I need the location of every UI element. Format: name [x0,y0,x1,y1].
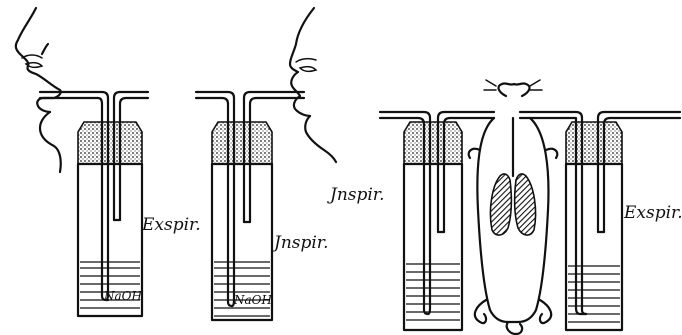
bottle-2 [196,92,304,320]
label-inspir-right: Jnspir. [327,185,384,205]
liquid-level-2 [214,262,270,316]
bottle-3 [380,112,494,330]
liquid-level-3 [406,264,460,320]
human-face-left [16,8,61,172]
label-inspir-middle: Jnspir. [271,233,328,253]
lung-left [490,174,511,235]
label-exspir-left: Exspir. [141,215,201,235]
lung-right [515,174,536,235]
human-face-middle [290,8,336,162]
label-naoh-1: NaOH [103,289,142,303]
bottle-1 [40,92,148,316]
label-exspir-right: Exspir. [623,203,682,223]
label-naoh-2: NaOH [233,293,272,307]
